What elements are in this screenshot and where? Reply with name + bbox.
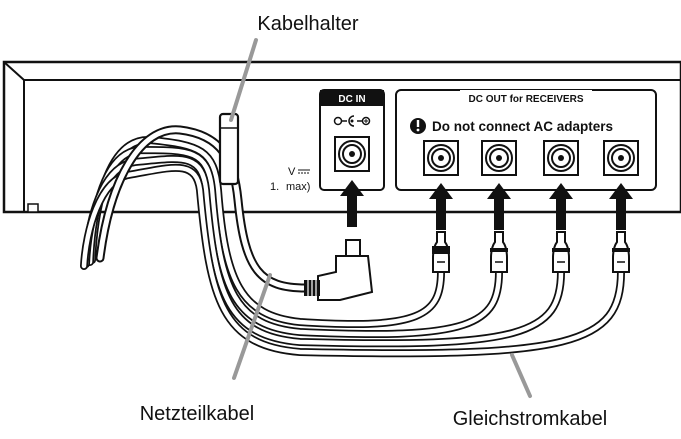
dc-plugs xyxy=(432,231,630,273)
warning-text: Do not connect AC adapters xyxy=(432,119,613,134)
cable-bundle xyxy=(80,125,625,358)
arrow-dc-out-4 xyxy=(609,183,633,230)
dc-plug-2 xyxy=(490,231,508,273)
arrow-dc-in xyxy=(340,180,364,227)
leader-dc-cable xyxy=(510,353,532,398)
power-cable xyxy=(95,125,311,293)
rating-line-2: 1. xyxy=(270,181,279,193)
label-dc-cable: Gleichstromkabel xyxy=(453,408,608,430)
dc-plug-4 xyxy=(612,231,630,273)
rating-text: V 1. max) xyxy=(270,166,310,193)
insertion-arrows xyxy=(340,180,633,230)
leader-cable-holder xyxy=(229,38,258,122)
dc-output-cables xyxy=(80,135,625,358)
exclamation-circle-icon xyxy=(410,118,426,134)
arrow-dc-out-2 xyxy=(487,183,511,230)
dc-plug-3 xyxy=(552,231,570,273)
cable-holder-clip xyxy=(218,112,240,186)
arrow-dc-out-3 xyxy=(549,183,573,230)
dc-out-jack-1 xyxy=(423,140,459,176)
dc-polarity-icon xyxy=(333,115,371,127)
label-cable-holder: Kabelhalter xyxy=(257,13,359,35)
dc-in-label: DC IN xyxy=(338,94,365,105)
dc-out-jack-2 xyxy=(481,140,517,176)
rating-line-3: max) xyxy=(286,181,310,193)
dc-out-jack-4 xyxy=(603,140,639,176)
dc-out-panel: DC OUT for RECEIVERS Do not connect AC a… xyxy=(395,89,657,191)
dc-out-label: DC OUT for RECEIVERS xyxy=(468,94,583,105)
label-power-cable: Netzteilkabel xyxy=(140,403,255,425)
dc-plug-1 xyxy=(432,231,450,273)
dc-out-jack-3 xyxy=(543,140,579,176)
leader-power-cable xyxy=(232,273,272,380)
rating-line-1: V xyxy=(288,166,296,178)
dc-in-jack xyxy=(334,136,370,172)
dc-out-jacks xyxy=(423,140,639,176)
dc-in-panel: DC IN xyxy=(319,89,385,191)
power-plug xyxy=(304,239,374,301)
leader-lines xyxy=(229,38,532,398)
arrow-dc-out-1 xyxy=(429,183,453,230)
